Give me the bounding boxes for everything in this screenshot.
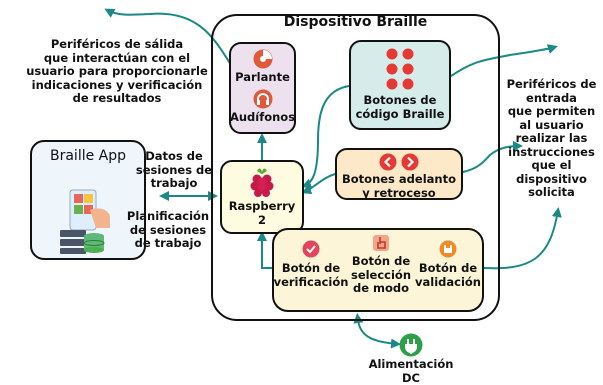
device-title: Dispositivo Braille [283, 14, 428, 30]
mode-button-label: Botón de selección de modo [350, 254, 412, 295]
braille-buttons-label: Botones de código Braille [355, 93, 445, 121]
braille-app-title: Braille App [49, 148, 127, 164]
upload-data-label: Datos de sesiones de trabajo [135, 149, 213, 190]
arrow-outputs-to-description [104, 8, 234, 69]
save-disk-icon [439, 240, 457, 258]
raspberry-icon [250, 168, 274, 197]
arrow-power-device [353, 313, 401, 349]
arrow-controls-to-raspberry [257, 231, 272, 269]
nav-buttons-box: Botones adelanto y retroceso [335, 148, 463, 200]
inputs-description: Periféricos de entrada que permiten al u… [506, 77, 597, 199]
braille-dots-icon [386, 48, 414, 90]
speaker-icon [253, 49, 272, 69]
device-frame [211, 14, 500, 321]
nav-buttons-label: Botones adelanto y retroceso [342, 172, 456, 200]
arrow-nav-to-inputs [462, 141, 523, 173]
speaker-label: Parlante [235, 70, 290, 84]
raspberry-box: Raspberry 2 [220, 160, 304, 234]
power-plug-icon [399, 333, 423, 357]
arrow-braille-to-inputs [450, 44, 558, 77]
validate-button-label: Botón de validación [415, 261, 481, 289]
verify-button-group: Botón de verificación [274, 240, 348, 289]
arrow-nav-to-raspberry [301, 173, 336, 195]
headphones-label: Audífonos [229, 109, 296, 124]
verify-button-label: Botón de verificación [273, 261, 349, 289]
download-plan-label: Planificación de sesiones de trabajo [126, 209, 210, 250]
outputs-box: Parlante Audífonos [229, 42, 296, 134]
app-illustration-icon [60, 189, 110, 254]
braille-app-box: Braille App [30, 140, 146, 260]
checkmark-icon [302, 240, 320, 258]
arrow-controls-to-inputs [483, 207, 562, 270]
headphones-icon [253, 89, 272, 108]
forward-arrow-icon [401, 153, 419, 171]
hand-pointer-icon [373, 235, 389, 251]
braille-buttons-box: Botones de código Braille [349, 40, 451, 130]
raspberry-label: Raspberry 2 [228, 199, 296, 227]
mode-button-group: Botón de selección de modo [344, 234, 418, 296]
arrow-braille-to-raspberry [301, 85, 350, 189]
power-label: Alimentación DC [368, 357, 454, 385]
back-arrow-icon [379, 153, 397, 171]
validate-button-group: Botón de validación [412, 240, 484, 289]
outputs-description: Periféricos de sálida que interactúan co… [26, 37, 208, 105]
